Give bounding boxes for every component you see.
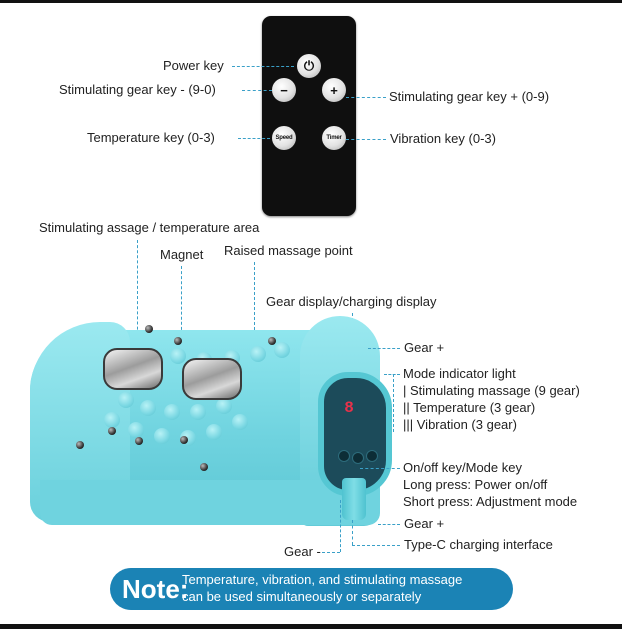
leader-line [346, 139, 386, 140]
raised-point-label: Raised massage point [224, 243, 353, 258]
leader-line [378, 524, 400, 525]
massage-point [170, 348, 186, 364]
gear-minus-button[interactable]: − [272, 78, 296, 102]
gear-plus-button[interactable]: + [322, 78, 346, 102]
magnet-dot [76, 441, 84, 449]
leader-line [232, 66, 294, 67]
heating-pad-left [103, 348, 163, 390]
gear-plus-button[interactable] [366, 450, 378, 462]
gear-minus-label: Gear - [284, 544, 321, 559]
massage-point [140, 400, 156, 416]
leader-line [346, 97, 386, 98]
long-press-label: Long press: Power on/off [403, 477, 548, 492]
power-key-label: Power key [163, 58, 224, 73]
magnet-dot [145, 325, 153, 333]
massage-point [164, 404, 180, 420]
gear-plus-bottom-label: Gear + [404, 516, 445, 531]
massage-point [128, 422, 144, 438]
massager-base [40, 480, 380, 525]
massage-point [190, 404, 206, 420]
magnet-dot [174, 337, 182, 345]
leader-line [340, 500, 341, 552]
onoff-label: On/off key/Mode key [403, 460, 522, 475]
leader-line [393, 374, 394, 432]
massage-point [216, 398, 232, 414]
leader-line [181, 266, 182, 340]
mode-vib-label: ||| Vibration (3 gear) [403, 417, 517, 432]
power-mode-button[interactable] [352, 452, 364, 464]
stim-area-label: Stimulating assage / temperature area [39, 220, 260, 235]
massage-point [274, 342, 290, 358]
type-c-port [342, 478, 366, 520]
typec-label: Type-C charging interface [404, 537, 553, 552]
leader-line [238, 138, 270, 139]
timer-button[interactable]: Timer [322, 126, 346, 150]
gear-minus-button[interactable] [338, 450, 350, 462]
massage-point [154, 428, 170, 444]
magnet-dot [135, 437, 143, 445]
massage-point [118, 392, 134, 408]
leader-line [322, 552, 340, 553]
massage-point [104, 412, 120, 428]
leader-line [368, 348, 400, 349]
top-border [0, 0, 622, 3]
magnet-dot [180, 436, 188, 444]
mode-stim-label: | Stimulating massage (9 gear) [403, 383, 580, 398]
note-text: Temperature, vibration, and stimulating … [182, 571, 462, 605]
note-banner [110, 568, 513, 610]
heating-pad-right [182, 358, 242, 400]
speed-button[interactable]: Speed [272, 126, 296, 150]
massage-point [206, 424, 222, 440]
gear-plus-key-label: Stimulating gear key + (0-9) [389, 89, 550, 104]
leader-line [242, 90, 272, 91]
mode-temp-label: || Temperature (3 gear) [403, 400, 536, 415]
note-line-1: Temperature, vibration, and stimulating … [182, 572, 463, 587]
note-title: Note: [122, 574, 189, 604]
bottom-border [0, 624, 622, 629]
leader-line [352, 520, 353, 545]
magnet-dot [268, 337, 276, 345]
short-press-label: Short press: Adjustment mode [403, 494, 578, 509]
magnet-dot [108, 427, 116, 435]
vibration-key-label: Vibration key (0-3) [390, 131, 496, 146]
gear-display-label: Gear display/charging display [266, 294, 437, 309]
remote-control: ⏻ − + Speed Timer [262, 16, 356, 216]
temperature-key-label: Temperature key (0-3) [87, 130, 215, 145]
gear-display: 8 [344, 399, 354, 417]
massage-point [232, 414, 248, 430]
leader-line [254, 262, 255, 350]
magnet-dot [200, 463, 208, 471]
mode-light-label: Mode indicator light [403, 366, 516, 381]
gear-minus-key-label: Stimulating gear key - (9-0) [59, 82, 216, 97]
massage-point [250, 346, 266, 362]
gear-plus-top-label: Gear + [404, 340, 445, 355]
leader-line [360, 468, 400, 469]
note-line-2: can be used simultaneously or separately [182, 589, 422, 604]
leader-line [352, 545, 400, 546]
magnet-label: Magnet [160, 247, 204, 262]
leader-line [384, 374, 400, 375]
power-icon[interactable]: ⏻ [297, 54, 321, 78]
leader-line [137, 240, 138, 350]
